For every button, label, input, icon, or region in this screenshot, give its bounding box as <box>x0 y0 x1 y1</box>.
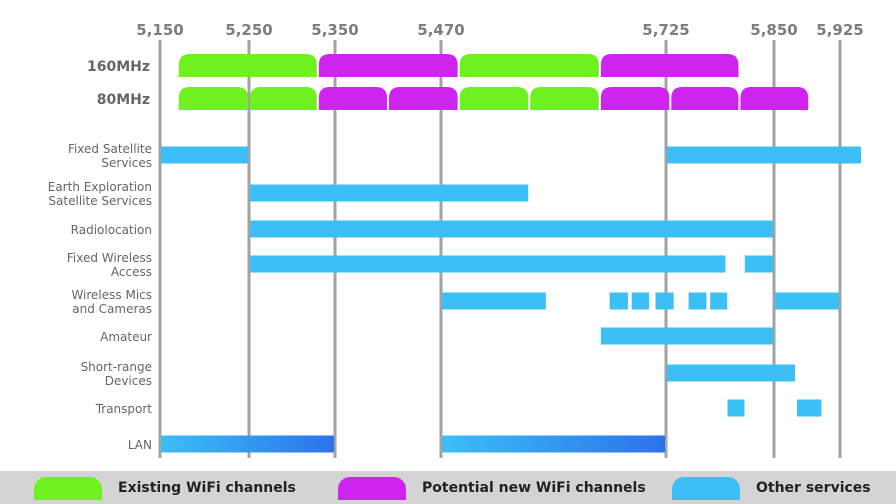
service-bar-7-1 <box>797 399 822 417</box>
service-bar-8-0 <box>161 435 334 453</box>
channel-row-label-1: 80MHz <box>97 92 150 108</box>
service-label-4-1: and Cameras <box>72 302 152 316</box>
legend-item-potential: Potential new WiFi channels <box>338 475 646 501</box>
legend: Existing WiFi channels Potential new WiF… <box>0 471 896 504</box>
service-bar-4-1 <box>609 292 628 310</box>
service-label-3-0: Fixed Wireless <box>67 251 152 265</box>
service-bar-4-2 <box>631 292 650 310</box>
legend-swatch-existing <box>34 476 102 500</box>
legend-label-potential: Potential new WiFi channels <box>422 480 646 496</box>
channel-0-1 <box>318 54 458 77</box>
service-bar-4-3 <box>655 292 674 310</box>
channel-1-8 <box>740 87 809 110</box>
channel-row-label-0: 160MHz <box>87 59 150 75</box>
service-bar-1-0 <box>250 184 529 202</box>
service-label-3-1: Access <box>111 265 152 279</box>
channel-1-0 <box>178 87 248 110</box>
x-tick-label-0: 5,150 <box>136 21 183 39</box>
legend-label-existing: Existing WiFi channels <box>118 480 296 496</box>
service-bar-2-0 <box>250 220 773 238</box>
service-label-6-1: Devices <box>105 374 152 388</box>
service-label-2-0: Radiolocation <box>71 223 152 237</box>
channel-0-2 <box>459 54 599 77</box>
channel-1-7 <box>671 87 739 110</box>
channel-0-3 <box>600 54 739 77</box>
legend-item-existing: Existing WiFi channels <box>34 475 296 501</box>
service-label-0-0: Fixed Satellite <box>68 142 152 156</box>
channel-1-5 <box>530 87 599 110</box>
service-label-1-1: Satellite Services <box>48 194 152 208</box>
service-bar-3-0 <box>250 255 726 273</box>
service-bar-4-6 <box>775 292 839 310</box>
legend-item-other: Other services <box>672 475 871 501</box>
channel-0-0 <box>178 54 317 77</box>
service-bar-6-0 <box>667 364 795 382</box>
service-bar-0-1 <box>667 146 861 164</box>
legend-swatch-other <box>672 476 740 500</box>
service-bar-5-0 <box>600 327 773 345</box>
x-tick-label-2: 5,350 <box>311 21 358 39</box>
service-bar-8-1 <box>442 435 665 453</box>
service-label-6-0: Short-range <box>81 360 152 374</box>
service-bar-4-0 <box>442 292 546 310</box>
frequency-chart: 5,150 5,250 5,350 5,470 5,725 5,850 5,925 160MH… <box>48 21 864 458</box>
x-tick-label-6: 5,925 <box>816 21 863 39</box>
x-tick-label-4: 5,725 <box>642 21 689 39</box>
x-tick-label-5: 5,850 <box>750 21 797 39</box>
service-bar-4-5 <box>710 292 728 310</box>
legend-swatch-potential <box>338 476 406 500</box>
channel-1-3 <box>389 87 458 110</box>
service-bar-3-1 <box>744 255 773 273</box>
x-tick-label-1: 5,250 <box>225 21 272 39</box>
service-label-1-0: Earth Exploration <box>48 180 152 194</box>
service-bar-7-0 <box>727 399 745 417</box>
channel-1-4 <box>459 87 529 110</box>
channel-1-2 <box>318 87 387 110</box>
service-bar-0-0 <box>161 146 248 164</box>
service-label-5-0: Amateur <box>100 330 152 344</box>
legend-label-other: Other services <box>756 480 871 496</box>
channel-1-6 <box>600 87 670 110</box>
service-bar-4-4 <box>688 292 707 310</box>
service-label-0-1: Services <box>101 156 152 170</box>
service-label-7-0: Transport <box>95 402 153 416</box>
x-tick-label-3: 5,470 <box>417 21 464 39</box>
service-label-8-0: LAN <box>128 438 152 452</box>
channel-1-1 <box>250 87 317 110</box>
service-label-4-0: Wireless Mics <box>71 288 152 302</box>
